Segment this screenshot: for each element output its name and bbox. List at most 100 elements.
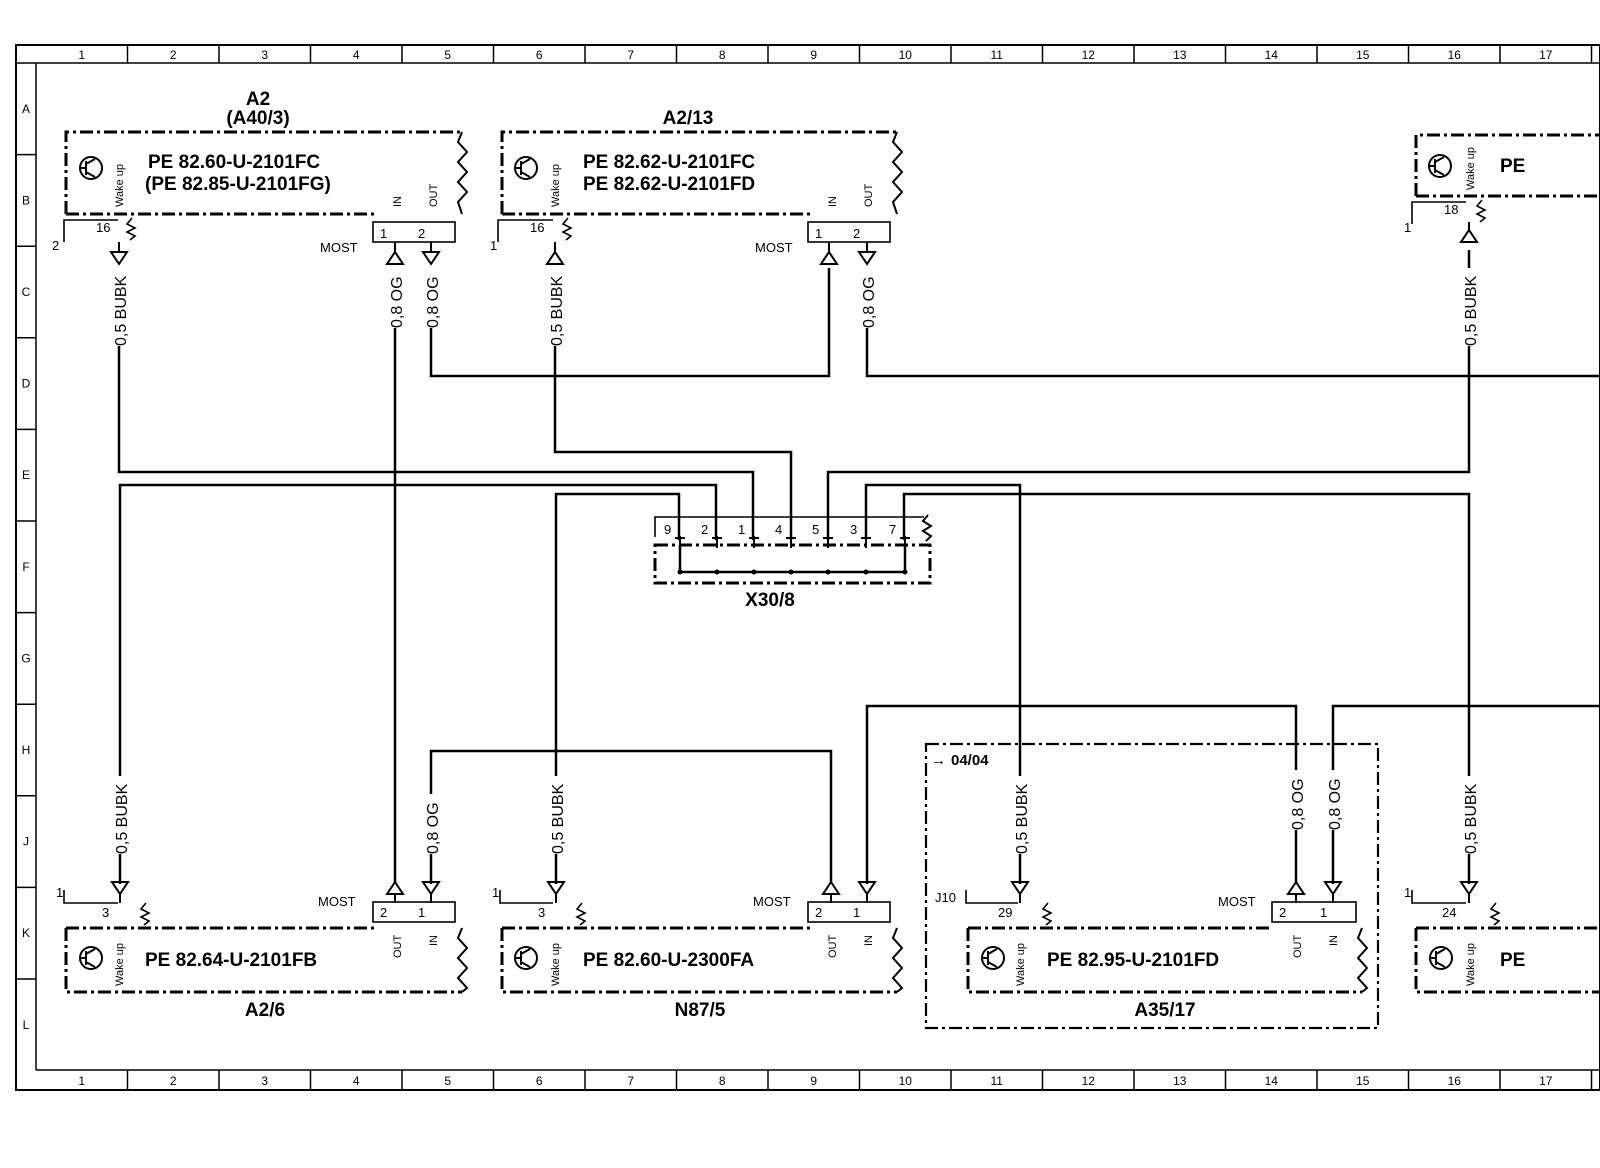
row-label: B (22, 193, 30, 207)
n87-5-out-label: OUT (827, 935, 839, 959)
x30-8-label: X30/8 (745, 590, 795, 611)
column-label-bottom: 16 (1448, 1074, 1462, 1088)
column-label-bottom: 1 (78, 1074, 85, 1088)
a2-in-pin: 1 (380, 226, 387, 241)
component-right-bottom: PE Wake up 24 1 (1404, 885, 1600, 994)
column-label-top: 16 (1448, 48, 1462, 62)
column-label-top: 2 (170, 48, 177, 62)
a2-wake-pin-outer: 2 (52, 238, 59, 253)
x30-8-pin-label: 9 (664, 522, 671, 537)
a2-out-label: OUT (428, 184, 440, 208)
transistor-icon (514, 156, 538, 180)
a2-wake-label: Wake up (114, 164, 126, 207)
n87-5-wake-pin: 3 (538, 905, 545, 920)
row-label: K (22, 926, 30, 940)
wire-label-a2-13-bubk: 0,5 BUBK (549, 275, 566, 346)
column-label-top: 6 (536, 48, 543, 62)
column-label-bottom: 9 (810, 1074, 817, 1088)
wire-label-a2-in-og: 0,8 OG (389, 276, 406, 328)
row-label: C (22, 285, 31, 299)
column-label-top: 12 (1082, 48, 1096, 62)
wire-label-a2-bubk: 0,5 BUBK (113, 275, 130, 346)
row-label: G (21, 651, 30, 665)
right-top-wake-pin-outer: 1 (1404, 220, 1411, 235)
column-label-bottom: 7 (627, 1074, 634, 1088)
a2-6-wake-pin: 3 (102, 905, 109, 920)
x30-8-pin-label: 1 (738, 522, 745, 537)
a2-ref1: PE 82.60-U-2101FC (148, 152, 320, 173)
a2-wake-pin: 16 (96, 220, 110, 235)
wire-label-right-top-bubk: 0,5 BUBK (1463, 275, 1480, 346)
x30-8-pin-label: 7 (889, 522, 896, 537)
right-bottom-ref1: PE (1500, 950, 1525, 971)
n87-5-in-pin: 1 (853, 905, 860, 920)
a2-6-out-label: OUT (392, 935, 404, 959)
column-label-top: 5 (444, 48, 451, 62)
a2-13-out-pin: 2 (853, 226, 860, 241)
column-label-top: 14 (1265, 48, 1279, 62)
column-label-top: 9 (810, 48, 817, 62)
a35-17-wake-pin: 29 (998, 905, 1012, 920)
x30-8-pin-label: 4 (775, 522, 782, 537)
row-label: D (22, 377, 31, 391)
a35-17-ref1: PE 82.95-U-2101FD (1047, 950, 1219, 971)
column-label-bottom: 10 (899, 1074, 913, 1088)
a2-6-in-pin: 1 (418, 905, 425, 920)
column-label-top: 4 (353, 48, 360, 62)
wire-label-a2-out-og: 0,8 OG (425, 276, 442, 328)
n87-5-in-label: IN (863, 935, 875, 946)
column-label-bottom: 11 (991, 1074, 1004, 1088)
wire-label-a2-6-in-og: 0,8 OG (425, 802, 442, 854)
right-top-wake-pin: 18 (1444, 202, 1458, 217)
transistor-icon (79, 946, 103, 970)
a35-17-most-label: MOST (1218, 894, 1256, 909)
wire-labels: 0,5 BUBK 0,8 OG 0,8 OG 0,5 BUBK 0,8 OG 0… (112, 268, 1480, 854)
wire-arrows (109, 222, 1479, 903)
column-label-top: 11 (991, 48, 1004, 62)
a2-13-in-pin: 1 (815, 226, 822, 241)
a2-6-out-pin: 2 (380, 905, 387, 920)
transistor-icon (79, 156, 103, 180)
row-label: L (23, 1018, 30, 1032)
a2-6-wake-label: Wake up (114, 943, 126, 986)
a2-6-in-label: IN (428, 935, 440, 946)
a35-17-in-label: IN (1328, 935, 1340, 946)
component-a2-6: PE 82.64-U-2101FB Wake up 3 1 OUT IN MOS… (56, 885, 469, 1021)
a2-out-pin: 2 (418, 226, 425, 241)
wires (117, 250, 1600, 884)
n87-5-label: N87/5 (675, 1000, 726, 1021)
wire-label-right-bottom-bubk: 0,5 BUBK (1463, 783, 1480, 854)
a2-label: A2 (246, 89, 270, 110)
component-a2: A2 (A40/3) PE 82.60-U-2101FC (PE 82.85-U… (52, 89, 469, 255)
column-label-bottom: 4 (353, 1074, 360, 1088)
a2-13-ref1: PE 82.62-U-2101FC (583, 152, 755, 173)
row-label: F (22, 560, 29, 574)
a2-in-label: IN (392, 196, 404, 207)
x30-8-pin-label: 3 (850, 522, 857, 537)
component-a2-13: A2/13 PE 82.62-U-2101FC PE 82.62-U-2101F… (490, 108, 904, 255)
a35-17-wake-label: Wake up (1015, 943, 1027, 986)
column-label-bottom: 2 (170, 1074, 177, 1088)
component-n87-5: PE 82.60-U-2300FA Wake up 3 1 OUT IN MOS… (492, 885, 904, 1021)
right-bottom-wake-pin-outer: 1 (1404, 885, 1411, 900)
n87-5-wake-label: Wake up (550, 943, 562, 986)
n87-5-most-label: MOST (753, 894, 791, 909)
a2-6-ref1: PE 82.64-U-2101FB (145, 950, 317, 971)
right-top-wake-label: Wake up (1465, 147, 1477, 190)
x30-8-pin-label: 2 (701, 522, 708, 537)
column-label-bottom: 13 (1173, 1074, 1187, 1088)
row-label: H (22, 743, 31, 757)
right-bottom-wake-pin: 24 (1442, 905, 1456, 920)
column-label-bottom: 8 (719, 1074, 726, 1088)
row-label: A (22, 102, 30, 116)
a2-13-label: A2/13 (663, 108, 714, 129)
transistor-icon (514, 946, 538, 970)
n87-5-ref1: PE 82.60-U-2300FA (583, 950, 754, 971)
a2-most-label: MOST (320, 240, 358, 255)
column-label-top: 17 (1539, 48, 1553, 62)
